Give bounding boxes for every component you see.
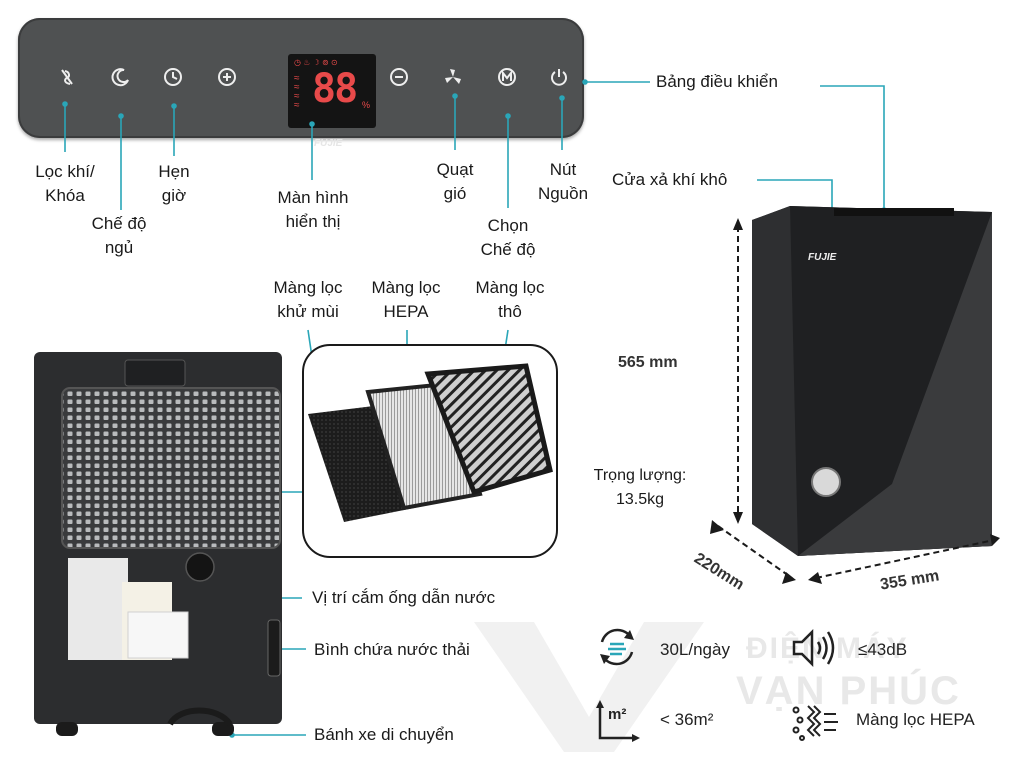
label-drain-pipe: Vị trí cắm ống dẫn nước xyxy=(312,588,496,607)
percent-icon: % xyxy=(362,100,371,110)
label-coarse-filter: Màng lọc thô xyxy=(475,278,545,321)
device-front-view: FUJIE xyxy=(752,206,1002,562)
power-icon xyxy=(551,69,567,86)
device-brand-logo: FUJIE xyxy=(808,252,837,263)
power-button[interactable] xyxy=(548,66,570,88)
spec-capacity: 30L/ngày xyxy=(660,640,730,659)
fan-speed-icon: ≈≈≈≈ xyxy=(294,73,300,111)
label-timer: Hẹn giờ xyxy=(158,162,190,205)
device-front-illustration xyxy=(752,206,992,556)
spec-filter: Màng lọc HEPA xyxy=(856,710,975,729)
watermark-logo xyxy=(474,622,704,752)
label-display: Màn hình hiển thị xyxy=(277,188,349,231)
clock-icon xyxy=(164,68,182,86)
minus-button[interactable] xyxy=(388,66,410,88)
label-fan: Quạt gió xyxy=(436,160,474,203)
fan-icon xyxy=(445,69,461,84)
watermark-line2: VẠN PHÚC xyxy=(736,669,961,713)
fan-button[interactable] xyxy=(442,66,464,88)
label-hepa-filter: Màng lọc HEPA xyxy=(371,278,441,321)
plus-icon xyxy=(218,68,236,86)
led-display: ◷ ♨ ☽ ⊚ ⊙ ≈≈≈≈ 88 % xyxy=(288,54,376,128)
minus-icon xyxy=(390,68,408,86)
display-digits: 88 xyxy=(312,66,358,112)
mode-button[interactable] xyxy=(496,66,518,88)
filter-inset xyxy=(302,344,558,558)
device-back-view xyxy=(30,350,288,738)
label-filter-lock: Lọc khí/ Khóa xyxy=(35,162,95,205)
label-power: Nút Nguồn xyxy=(537,160,589,203)
label-mode: Chọn Chế độ xyxy=(480,216,536,259)
sleep-mode-button[interactable] xyxy=(110,66,132,88)
filter-lock-icon xyxy=(61,69,73,85)
spec-area: < 36m² xyxy=(660,710,714,729)
panel-brand-logo: FUJIE xyxy=(314,138,343,149)
label-control-panel: Bảng điều khiển xyxy=(656,72,778,91)
weight-label: Trọng lượng: 13.5kg xyxy=(593,467,687,508)
plus-button[interactable] xyxy=(216,66,238,88)
room-area-frame xyxy=(596,700,640,742)
label-sleep-mode: Chế độ ngủ xyxy=(91,214,147,257)
room-area-icon: m² xyxy=(596,700,640,744)
display-status-icons: ◷ ♨ ☽ ⊚ ⊙ xyxy=(294,58,338,67)
label-deodor-filter: Màng lọc khử mùi xyxy=(273,278,343,321)
speaker-icon xyxy=(792,628,835,668)
room-area-icon-text: m² xyxy=(608,706,627,723)
spec-noise: ≤43dB xyxy=(858,640,908,659)
filter-lock-button[interactable] xyxy=(56,66,78,88)
label-wheels: Bánh xe di chuyển xyxy=(314,725,454,744)
label-dry-air-outlet: Cửa xả khí khô xyxy=(612,170,728,189)
dim-height: 565 mm xyxy=(618,354,678,371)
mode-m-icon xyxy=(498,68,516,86)
filter-layers-illustration xyxy=(308,363,553,522)
control-panel: ◷ ♨ ☽ ⊚ ⊙ ≈≈≈≈ 88 % FUJIE xyxy=(18,18,584,149)
hepa-filter-icon xyxy=(792,705,838,741)
timer-button[interactable] xyxy=(162,66,184,88)
label-water-tank: Bình chứa nước thải xyxy=(314,640,470,659)
water-capacity-icon xyxy=(600,628,634,666)
device-back-illustration xyxy=(34,352,282,736)
sleep-moon-icon xyxy=(111,68,129,87)
